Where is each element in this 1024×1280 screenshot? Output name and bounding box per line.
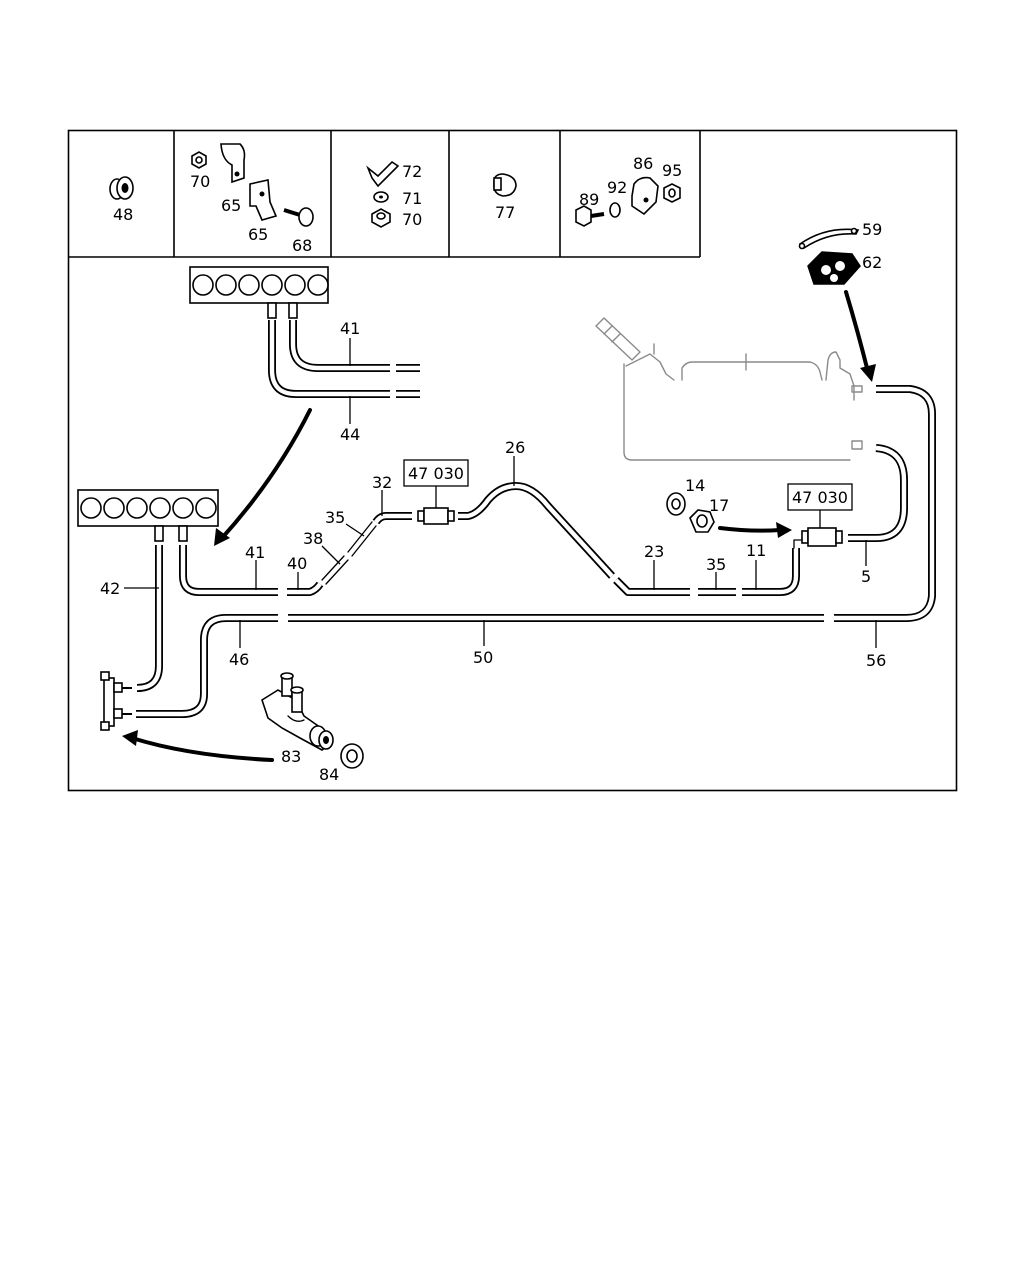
label-83: 83	[281, 747, 301, 766]
label-32: 32	[372, 473, 392, 492]
hand-pump-83	[261, 672, 334, 751]
label-70-a: 70	[190, 172, 210, 191]
label-95: 95	[662, 161, 682, 180]
part-number-labels: 48 70 65 65 68 72 71 70 77 89 92 86 95 5…	[100, 154, 886, 784]
clamp-65-upper	[220, 143, 246, 184]
washer-92	[609, 202, 621, 218]
label-41-upper: 41	[340, 319, 360, 338]
nut-95	[663, 183, 681, 203]
label-35-left: 35	[325, 508, 345, 527]
pipe-44	[268, 320, 420, 398]
bolt-68	[283, 207, 314, 227]
washer-71	[373, 191, 389, 203]
label-44: 44	[340, 425, 360, 444]
bolt-89	[575, 205, 605, 227]
clip-72	[366, 160, 400, 188]
arrow-bolt-to-filter	[718, 522, 792, 538]
rubber-bush-48	[109, 176, 134, 200]
rubber-pad-62	[807, 251, 861, 285]
arrow-upper-to-lower-block	[214, 408, 312, 546]
label-89: 89	[579, 190, 599, 209]
pipe-41-lower	[179, 545, 278, 596]
pipe-26	[458, 482, 615, 579]
hollow-bolt-17	[689, 509, 715, 533]
pipe-40	[287, 581, 324, 596]
pipe-5	[848, 444, 908, 542]
pipe-42	[136, 545, 163, 692]
diagram-frame	[67, 129, 958, 792]
injection-pump-block-upper	[189, 266, 329, 319]
filter-reference-left-text: 47 030	[408, 464, 464, 483]
fuel-filter-left	[417, 486, 455, 525]
fuel-tank-outline	[595, 317, 863, 461]
label-65-a: 65	[221, 196, 241, 215]
label-38: 38	[303, 529, 323, 548]
label-5: 5	[861, 567, 871, 586]
label-42: 42	[100, 579, 120, 598]
fuel-filter-right	[793, 510, 843, 549]
pipe-35-left	[347, 521, 377, 557]
pipe-32	[372, 512, 412, 525]
label-86: 86	[633, 154, 653, 173]
label-62: 62	[862, 253, 882, 272]
label-48: 48	[113, 205, 133, 224]
label-72: 72	[402, 162, 422, 181]
pipe-46	[136, 614, 278, 718]
clamp-65-lower	[249, 179, 278, 221]
label-92: 92	[607, 178, 627, 197]
pipe-23	[613, 577, 690, 596]
label-46: 46	[229, 650, 249, 669]
pipe-41-upper	[289, 320, 420, 372]
label-23: 23	[644, 542, 664, 561]
filter-reference-right-text: 47 030	[792, 488, 848, 507]
label-65-b: 65	[248, 225, 268, 244]
hose-clamp-77	[493, 173, 517, 197]
arrow-pump-to-block	[122, 730, 274, 762]
pipe-11	[742, 548, 800, 596]
label-11: 11	[746, 541, 766, 560]
label-84: 84	[319, 765, 339, 784]
distributor-block	[100, 671, 132, 731]
label-17: 17	[709, 496, 729, 515]
label-41-lower: 41	[245, 543, 265, 562]
injection-pump-block-lower	[77, 489, 219, 542]
washer-84	[340, 743, 364, 769]
pipe-56	[834, 385, 936, 622]
seal-ring-14	[666, 492, 686, 516]
label-56: 56	[866, 651, 886, 670]
label-70-b: 70	[402, 210, 422, 229]
label-40: 40	[287, 554, 307, 573]
tank-strap-59	[798, 227, 860, 250]
label-77: 77	[495, 203, 515, 222]
nut-70	[191, 151, 207, 169]
label-71: 71	[402, 189, 422, 208]
nut-70-b	[371, 208, 391, 228]
filter-reference-left: 47 030	[403, 459, 469, 487]
label-68: 68	[292, 236, 312, 255]
leader-lines	[124, 338, 877, 648]
label-26: 26	[505, 438, 525, 457]
label-14: 14	[685, 476, 705, 495]
pipe-38	[321, 555, 349, 585]
label-35-right: 35	[706, 555, 726, 574]
clamp-86	[631, 176, 659, 216]
label-50: 50	[473, 648, 493, 667]
arrow-pad-to-tank	[844, 290, 876, 382]
label-59: 59	[862, 220, 882, 239]
filter-reference-right: 47 030	[787, 483, 853, 511]
